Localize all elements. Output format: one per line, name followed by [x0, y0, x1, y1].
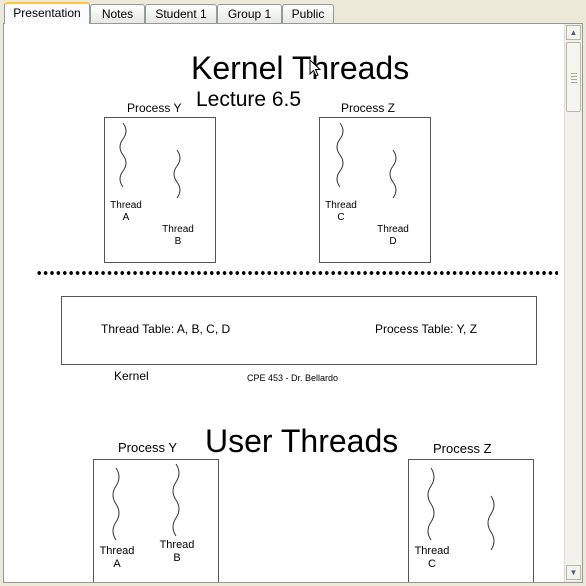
tab-public[interactable]: Public	[282, 4, 334, 23]
down-arrow-icon[interactable]: ▼	[566, 565, 581, 580]
slide-canvas: Kernel Threads Lecture 6.5 Process Y Thr…	[6, 26, 562, 582]
process-table-text: Process Table: Y, Z	[375, 322, 478, 336]
dotted-separator	[36, 271, 558, 275]
user-process-z-label: Process Z	[433, 441, 492, 456]
thread-squiggles	[119, 122, 181, 199]
mouse-cursor-icon	[309, 59, 322, 77]
up-arrow-icon[interactable]: ▲	[566, 25, 581, 40]
tab-student-1[interactable]: Student 1	[145, 4, 217, 23]
vertical-scrollbar[interactable]: ▲ ▼	[564, 24, 582, 582]
slide-footer: CPE 453 - Dr. Bellardo	[247, 373, 339, 383]
kernel-box: Thread Table: A, B, C, D Process Table: …	[61, 296, 537, 365]
scroll-thumb[interactable]	[566, 42, 581, 112]
tab-bar: Presentation Notes Student 1 Group 1 Pub…	[0, 0, 586, 24]
lecture-subtitle: Lecture 6.5	[196, 88, 302, 111]
tab-notes[interactable]: Notes	[90, 4, 145, 23]
presentation-panel: Kernel Threads Lecture 6.5 Process Y Thr…	[3, 23, 583, 583]
thread-squiggles	[427, 467, 495, 551]
process-y-label: Process Y	[127, 101, 182, 115]
kernel-threads-title: Kernel Threads	[191, 50, 410, 86]
user-threads-title: User Threads	[205, 423, 399, 459]
thread-squiggles	[336, 122, 397, 199]
tab-group-1[interactable]: Group 1	[217, 4, 282, 23]
process-z-label: Process Z	[341, 101, 396, 115]
kernel-label: Kernel	[114, 369, 149, 383]
tab-presentation[interactable]: Presentation	[4, 2, 90, 24]
thread-squiggles	[112, 463, 180, 541]
thread-table-text: Thread Table: A, B, C, D	[101, 322, 231, 336]
user-process-y-label: Process Y	[118, 440, 178, 455]
